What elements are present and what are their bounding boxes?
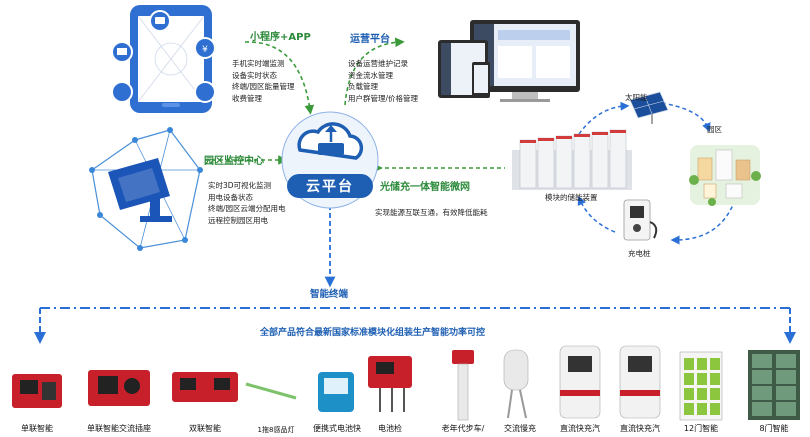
product-label-2: 单联智能交流插座 (87, 424, 151, 433)
park-feature-list: 实时3D可视化监测 用电设备状态 终端/园区云端分配用电 远程控制园区用电 (208, 180, 286, 226)
solar-panel-illustration (629, 91, 669, 124)
solar-label: 太阳能 (625, 93, 648, 102)
product-label-11: 12门智能 (683, 424, 719, 433)
app-feature-3: 终端/园区能量管理 (232, 82, 295, 91)
storage-label: 模块的储能装置 (545, 193, 598, 202)
product-label-7: 老年代步车/ (441, 424, 485, 433)
park-feature-2: 用电设备状态 (208, 192, 253, 202)
park-zone-label: 园区 (707, 125, 722, 134)
svg-text:¥: ¥ (202, 45, 208, 55)
product-label-3: 双联智能 (189, 424, 221, 433)
park-title: 园区监控中心 (204, 156, 264, 167)
standards-banner: 全部产品符合最新国家标准模块化组装生产智能功率可控 (260, 328, 486, 338)
product-label-12: 8门智能 (759, 424, 789, 433)
terminal-label: 智能终端 (310, 289, 349, 300)
product-label-1: 单联智能 (21, 424, 53, 433)
product-label-10: 直流快充汽 (620, 424, 660, 433)
charging-pile-illustration (623, 199, 658, 241)
charger-storage-arc (577, 195, 616, 233)
storage-cabinets-illustration (512, 129, 632, 190)
product-label-6: 电池检 (378, 424, 402, 433)
app-feature-2: 设备实时状态 (232, 70, 277, 80)
ops-feature-3: 负载管理 (348, 82, 378, 91)
ops-feature-1: 设备运营维护记录 (348, 59, 408, 68)
product-label-4: 1拖8感品灯 (257, 426, 295, 434)
park-buildings-illustration (689, 145, 761, 206)
microgrid-title: 光储充一体智能微网 (380, 182, 470, 193)
park-feature-4: 远程控制园区用电 (208, 215, 268, 225)
smartphone-illustration: ¥ (111, 5, 216, 113)
app-feature-list: 手机实时端监测 设备实时状态 终端/园区能量管理 收费管理 (232, 58, 295, 104)
app-title: 小程序+APP (250, 32, 311, 43)
ops-feature-list: 设备运营维护记录 资金流水管理 负载管理 用户群管理/价格管理 (348, 58, 418, 104)
cloud-platform-illustration (281, 111, 379, 209)
ops-title: 运营平台 (350, 34, 390, 45)
product-label-8: 交流慢充 (504, 424, 536, 433)
charger-label: 充电桩 (628, 249, 651, 258)
storage-solar-arc (574, 101, 630, 141)
park-feature-1: 实时3D可视化监测 (208, 181, 272, 190)
cloud-platform-label: 云平台 (306, 179, 354, 195)
microgrid-desc: 实现能源互联互通，有效降低能耗 (375, 208, 488, 217)
ops-feature-2: 资金流水管理 (348, 70, 393, 80)
product-illustrations (12, 345, 800, 421)
devices-illustration (438, 20, 580, 102)
camera-illustration (89, 127, 203, 251)
ops-cloud-link (344, 37, 405, 106)
product-label-5: 便携式电池快 (313, 424, 361, 433)
park-feature-3: 终端/园区云端分配用电 (208, 204, 286, 213)
ops-feature-4: 用户群管理/价格管理 (348, 93, 419, 103)
product-label-9: 直流快充汽 (560, 424, 600, 433)
app-feature-4: 收费管理 (232, 93, 262, 103)
app-feature-1: 手机实时端监测 (232, 59, 285, 68)
park-charger-arc (670, 199, 736, 245)
